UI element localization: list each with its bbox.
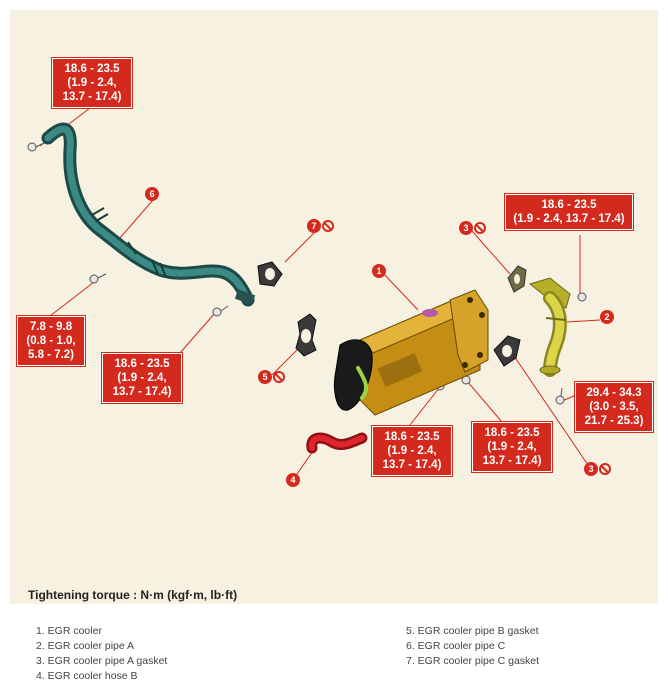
diagram-drawing	[27, 107, 601, 481]
torque-line: (1.9 - 2.4,	[387, 445, 437, 457]
egr-cooler-pipe-a-gasket-lower	[493, 335, 521, 367]
callout-3-upper: 3	[459, 221, 473, 235]
callout-2: 2	[600, 310, 614, 324]
leader-c6	[119, 199, 154, 239]
leader-t6	[466, 380, 503, 423]
no-reuse-icon	[599, 463, 611, 475]
torque-line: (1.9 - 2.4,	[117, 372, 167, 384]
legend-item: 6. EGR cooler pipe C	[406, 640, 506, 652]
legend-item: 3. EGR cooler pipe A gasket	[36, 655, 168, 667]
egr-cooler-pipe-a-gasket-upper	[507, 265, 527, 293]
callout-3-lower: 3	[584, 462, 598, 476]
egr-cooler-pipe-a-part	[528, 277, 571, 377]
leader-c7	[284, 231, 316, 263]
no-reuse-icon	[273, 371, 285, 383]
torque-line: 18.6 - 23.5	[64, 63, 120, 75]
torque-line: (1.9 - 2.4,	[487, 441, 537, 453]
torque-line: 5.8 - 7.2)	[27, 349, 75, 361]
callout-5: 5	[258, 370, 272, 384]
egr-cooler-hose-b-part	[306, 432, 368, 454]
leader-t3	[49, 281, 95, 317]
diagram-figure: 18.6 - 23.5 (1.9 - 2.4, 13.7 - 17.4) 18.…	[10, 10, 658, 604]
legend-item: 7. EGR cooler pipe C gasket	[406, 655, 540, 667]
bolt-7	[555, 387, 565, 405]
torque-spec-pipe-c-upper-bolt: 18.6 - 23.5 (1.9 - 2.4, 13.7 - 17.4)	[51, 57, 133, 109]
callout-4: 4	[286, 473, 300, 487]
leader-c3a	[471, 230, 511, 275]
torque-line: (1.9 - 2.4,	[67, 77, 117, 89]
torque-line: 18.6 - 23.5	[541, 199, 597, 211]
torque-line: 18.6 - 23.5	[484, 427, 540, 439]
torque-line: 18.6 - 23.5	[384, 431, 440, 443]
bolt-2	[89, 273, 107, 284]
callout-1: 1	[372, 264, 386, 278]
torque-line: 18.6 - 23.5	[114, 358, 170, 370]
leader-c5	[271, 344, 303, 376]
torque-spec-pipe-a-lower-bolt: 29.4 - 34.3 (3.0 - 3.5, 21.7 - 25.3)	[574, 381, 654, 433]
bolt-6	[577, 292, 587, 302]
bolt-1	[27, 142, 45, 152]
torque-spec-pipe-c-bracket-bolt: 7.8 - 9.8 (0.8 - 1.0, 5.8 - 7.2)	[16, 315, 86, 367]
leader-c3b	[509, 349, 589, 466]
legend-item: 1. EGR cooler	[36, 625, 102, 637]
no-reuse-icon	[322, 220, 334, 232]
legend-item: 2. EGR cooler pipe A	[36, 640, 135, 652]
torque-line: 7.8 - 9.8	[29, 321, 73, 333]
torque-spec-pipe-c-lower-bolt: 18.6 - 23.5 (1.9 - 2.4, 13.7 - 17.4)	[101, 352, 183, 404]
egr-cooler-pipe-c-part	[41, 122, 256, 307]
torque-line: 13.7 - 17.4)	[482, 455, 542, 467]
callout-6: 6	[145, 187, 159, 201]
torque-line: (1.9 - 2.4, 13.7 - 17.4)	[513, 213, 625, 225]
legend-item: 4. EGR cooler hose B	[36, 670, 138, 682]
torque-line: 29.4 - 34.3	[586, 387, 642, 399]
callout-7: 7	[307, 219, 321, 233]
parts-legend-right: 5. EGR cooler pipe B gasket 6. EGR coole…	[406, 624, 539, 669]
leader-c2	[566, 319, 601, 323]
leader-c1	[382, 272, 419, 311]
torque-line: 13.7 - 17.4)	[112, 386, 172, 398]
no-reuse-icon	[474, 222, 486, 234]
torque-spec-pipe-a-upper-bolt: 18.6 - 23.5 (1.9 - 2.4, 13.7 - 17.4)	[504, 193, 634, 231]
parts-legend-left: 1. EGR cooler 2. EGR cooler pipe A 3. EG…	[36, 624, 167, 684]
torque-line: (3.0 - 3.5,	[589, 401, 639, 413]
torque-line: 13.7 - 17.4)	[382, 459, 442, 471]
egr-cooler-pipe-b-gasket-part	[295, 313, 317, 357]
leader-t4	[179, 312, 216, 354]
egr-cooler-part	[334, 289, 489, 416]
egr-cooler-pipe-c-gasket-part	[257, 261, 283, 287]
torque-spec-cooler-bolt-right: 18.6 - 23.5 (1.9 - 2.4, 13.7 - 17.4)	[471, 421, 553, 473]
torque-units-caption: Tightening torque : N·m (kgf·m, lb·ft)	[28, 588, 238, 602]
torque-line: 21.7 - 25.3)	[584, 415, 644, 427]
bolt-3	[212, 305, 229, 317]
legend-item: 5. EGR cooler pipe B gasket	[406, 625, 539, 637]
torque-line: 13.7 - 17.4)	[62, 91, 122, 103]
torque-line: (0.8 - 1.0,	[26, 335, 76, 347]
torque-spec-cooler-bolt-left: 18.6 - 23.5 (1.9 - 2.4, 13.7 - 17.4)	[371, 425, 453, 477]
